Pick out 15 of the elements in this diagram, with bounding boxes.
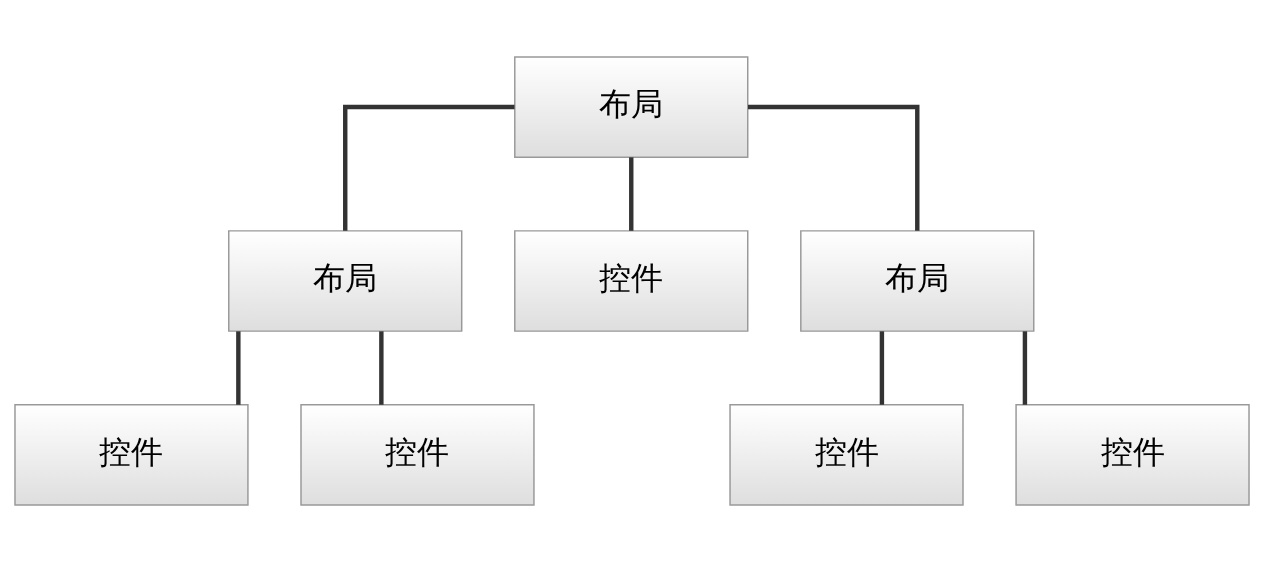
node-box: 控件	[514, 230, 749, 332]
connector	[1022, 331, 1028, 405]
node-box: 布局	[800, 230, 1035, 332]
connector	[748, 104, 920, 231]
node-box: 布局	[228, 230, 463, 332]
node-box: 控件	[300, 404, 535, 506]
connector	[379, 331, 384, 405]
connector	[343, 104, 515, 231]
connector	[236, 331, 241, 405]
node-box: 控件	[14, 404, 249, 506]
connector	[879, 331, 885, 405]
node-box: 布局	[514, 56, 749, 158]
connector	[629, 157, 634, 231]
node-box: 控件	[1015, 404, 1250, 506]
node-box: 控件	[729, 404, 964, 506]
